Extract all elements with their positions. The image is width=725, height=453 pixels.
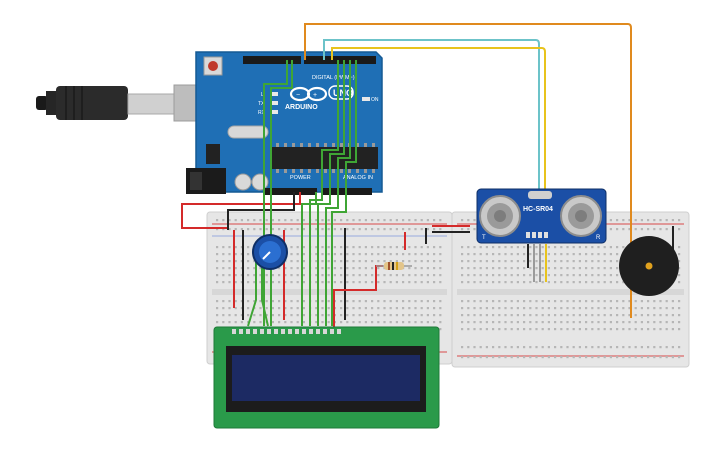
led-label-l: L: [261, 92, 264, 98]
analog-label: ANALOG IN: [343, 175, 373, 181]
ultrasonic-sensor: HC-SR04 T R: [476, 188, 607, 244]
power-label: POWER: [290, 175, 311, 181]
svg-text:+: +: [313, 92, 317, 99]
arduino-logo-text: ARDUINO: [285, 104, 318, 111]
wires-lcd: [247, 60, 357, 327]
wire-red-5v: [181, 192, 301, 229]
wire-yellow-echo: [331, 47, 546, 190]
digital-label: DIGITAL (PWM~): [312, 75, 355, 81]
svg-text:−: −: [296, 92, 300, 99]
resistor: [376, 262, 412, 270]
wire-black-gnd: [227, 192, 295, 230]
sensor-name: HC-SR04: [523, 206, 553, 213]
lcd-module: [213, 326, 440, 429]
wire-cyan-trig: [323, 39, 540, 190]
led-label-tx: TX: [258, 101, 265, 107]
on-label: ON: [371, 97, 379, 103]
arduino-board: DIGITAL (PWM~) − + ARDUINO UNO L TX RX O…: [186, 51, 383, 195]
usb-cable: [36, 84, 203, 122]
arduino-logo: − +: [289, 86, 328, 102]
sensor-label-t: T: [482, 235, 486, 241]
wire-orange-buzzer: [304, 23, 632, 318]
buzzer: [619, 236, 679, 296]
potentiometer: [252, 234, 288, 270]
sensor-label-r: R: [596, 235, 601, 241]
breadboard-left-holes: [216, 219, 442, 331]
led-label-rx: RX: [258, 110, 266, 116]
wires-top: [304, 23, 632, 318]
